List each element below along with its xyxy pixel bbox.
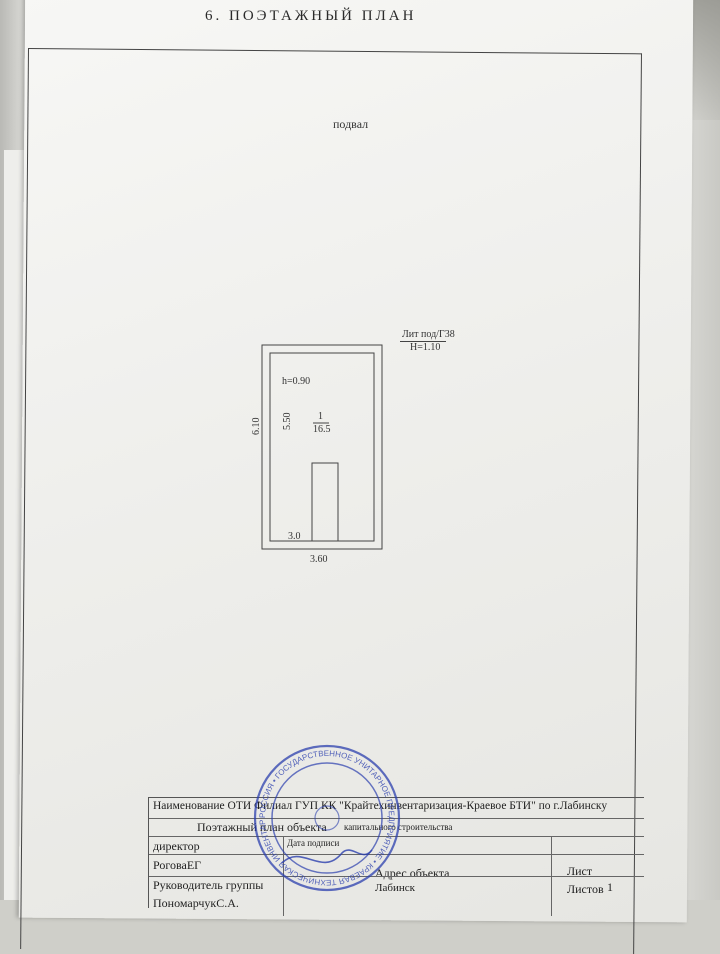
floor-plan: h=0.90 1 16.5 6.10 5.50 3.0 3.60 <box>251 344 383 565</box>
sheets-value: 1 <box>607 880 613 894</box>
stamp-inner-ring <box>271 762 383 874</box>
inner-width-dimension: 3.0 <box>288 531 301 542</box>
sheet-label: Лист <box>567 864 593 878</box>
official-stamp: РОССИЯ • ГОСУДАРСТВЕННОЕ УНИТАРНОЕ ПРЕДП… <box>252 738 401 892</box>
signature-date-label: Дата подписи <box>287 838 340 848</box>
stamp-emblem <box>314 805 340 831</box>
director-label: директор <box>153 839 200 853</box>
stamp-outer-ring <box>253 744 401 892</box>
section-title: 6. ПОЭТАЖНЫЙ ПЛАН <box>205 8 417 24</box>
stair-opening <box>311 462 339 542</box>
room-area: 16.5 <box>313 424 331 435</box>
outer-height-dimension: 6.10 <box>251 418 262 436</box>
lit-divider <box>400 341 446 342</box>
handwritten-signature <box>281 849 373 864</box>
room-number: 1 <box>318 411 323 422</box>
lit-label: Лит под/Г38 <box>402 329 455 340</box>
group-head-label: Руководитель группы <box>153 878 264 892</box>
row-divider-2 <box>149 876 644 877</box>
outer-width-dimension: 3.60 <box>310 554 328 565</box>
total-height-label: Н=1.10 <box>410 342 441 353</box>
outer-wall <box>261 344 383 550</box>
group-head-name: ПономарчукС.А. <box>153 896 239 910</box>
address-value: Лабинск <box>375 882 415 894</box>
row-divider <box>149 854 644 855</box>
sheets-label: Листов <box>567 882 604 896</box>
room-height-label: h=0.90 <box>282 376 310 387</box>
inner-height-dimension: 5.50 <box>282 413 293 431</box>
floor-name: подвал <box>333 117 369 131</box>
plan-title: Поэтажный план объекта <box>197 820 327 834</box>
director-name: РоговаЕГ <box>153 858 202 872</box>
